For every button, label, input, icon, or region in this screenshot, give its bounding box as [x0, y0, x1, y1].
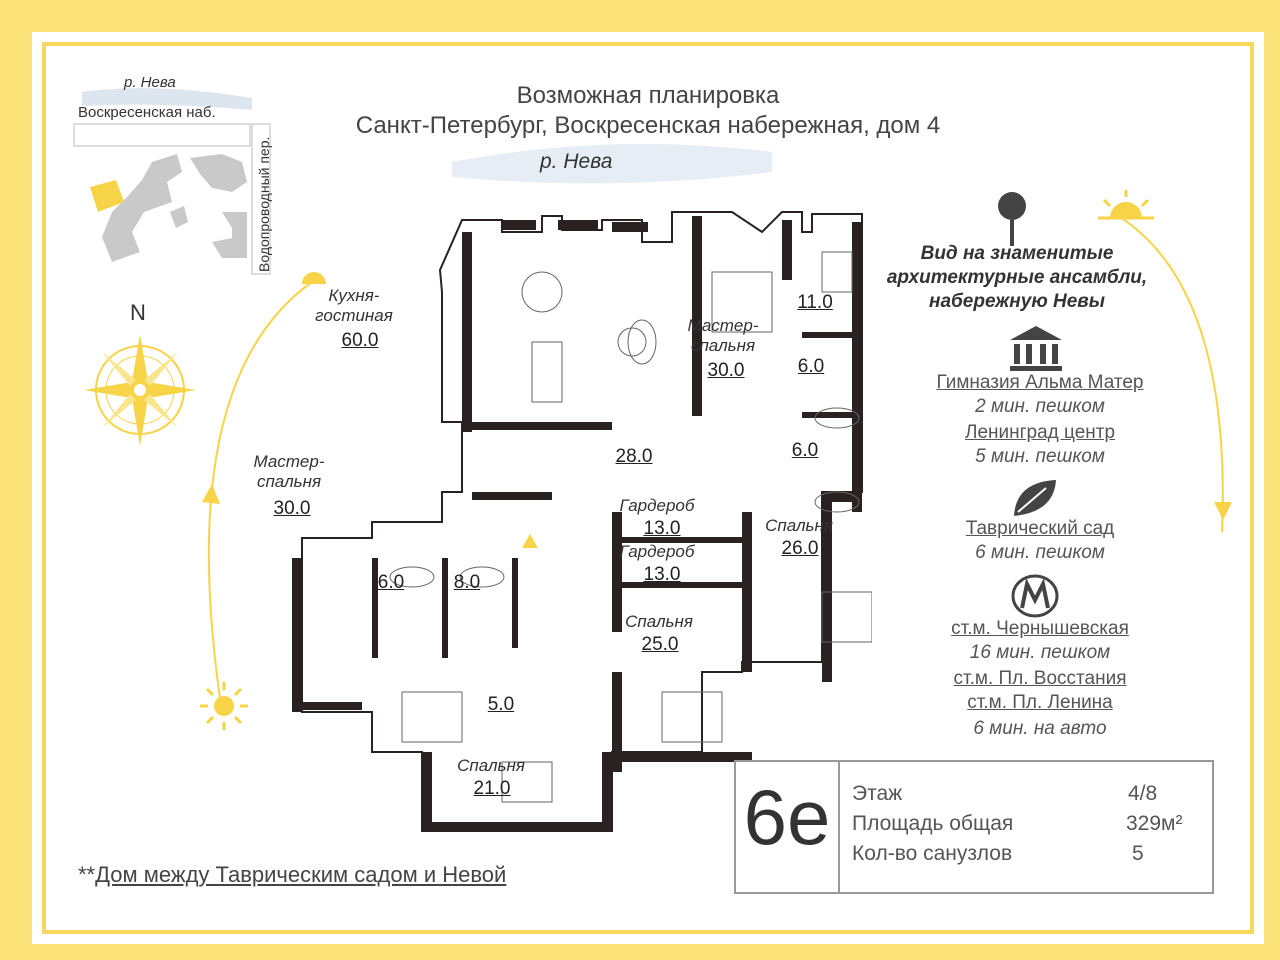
info-metro-time: 6 мин. на авто	[973, 718, 1107, 739]
bathrooms-label: Кол-во санузлов	[852, 842, 1013, 865]
room-area-wardrobe-2: 13.0	[643, 564, 681, 585]
info-garden-time: 6 мин. пешком	[975, 542, 1105, 563]
locator-river-label: р. Нева	[124, 74, 176, 91]
yellow-frame: Возможная планировка Санкт-Петербург, Во…	[8, 8, 1272, 952]
room-area-wardrobe-1: 13.0	[643, 518, 681, 539]
bathrooms-value: 5	[1132, 842, 1144, 865]
apartment-code: 6е	[743, 773, 831, 861]
room-name-master-bedroom-2: Мастер- спальня	[253, 452, 325, 491]
room-name-bedroom-26: Спальня	[765, 516, 833, 535]
info-metro2-name[interactable]: ст.м. Пл. Восстания	[953, 668, 1127, 689]
info-gym-time: 2 мин. пешком	[975, 396, 1105, 417]
area-value: 329м²	[1126, 812, 1183, 835]
title-line-2: Санкт-Петербург, Воскресенская набережна…	[355, 112, 941, 139]
locator-embankment-label: Воскресенская наб.	[78, 104, 216, 121]
sun-path-left	[202, 281, 313, 713]
room-area-11: 11.0	[797, 292, 833, 313]
room-area-bedroom-26: 26.0	[781, 538, 819, 559]
location-pin-icon	[998, 192, 1026, 246]
floor-label: Этаж	[852, 782, 903, 805]
room-area-bath-4: 8.0	[453, 572, 481, 593]
info-metro1-time: 16 мин. пешком	[969, 642, 1111, 663]
room-name-bedroom-21: Спальня	[457, 756, 525, 775]
metro-icon	[1011, 574, 1059, 618]
area-label: Площадь общая	[852, 812, 1014, 835]
leaf-icon	[1014, 480, 1056, 516]
info-metro1-name[interactable]: ст.м. Чернышевская	[951, 618, 1129, 639]
room-name-master-bedroom-1: Мастер- спальня	[687, 316, 759, 355]
compass-rose-icon	[84, 334, 196, 446]
title-line-1: Возможная планировка	[516, 82, 780, 109]
room-area-hall: 28.0	[615, 446, 653, 467]
info-center-time: 5 мин. пешком	[975, 446, 1105, 467]
plan-river-band	[452, 144, 772, 184]
footnote-prefix: **	[78, 862, 96, 887]
info-garden-name[interactable]: Таврический сад	[965, 518, 1115, 539]
room-area-kitchen: 60.0	[341, 330, 379, 351]
room-name-kitchen: Кухня- гостиная	[315, 286, 393, 325]
floor-value: 4/8	[1128, 782, 1158, 805]
specs-divider	[838, 762, 840, 892]
room-area-bath-1: 6.0	[797, 356, 825, 377]
plan-river-label: р. Нева	[540, 150, 613, 173]
sun-rising-icon-right	[1098, 190, 1154, 220]
school-icon	[1010, 326, 1062, 371]
inner-border	[42, 42, 1254, 934]
locator-map	[73, 88, 271, 275]
floor-plan	[292, 211, 872, 832]
room-name-wardrobe-1: Гардероб	[619, 496, 695, 515]
room-area-master-bedroom-2: 30.0	[273, 498, 311, 519]
info-center-name[interactable]: Ленинград центр	[964, 422, 1116, 443]
sun-path-right	[1111, 211, 1232, 533]
room-name-bedroom-25: Спальня	[625, 612, 693, 631]
room-area-master-bedroom-1: 30.0	[707, 360, 745, 381]
specs-box: 6е Этаж 4/8 Площадь общая 329м² Кол-во с…	[734, 760, 1214, 894]
info-metro3-name[interactable]: ст.м. Пл. Ленина	[967, 692, 1113, 713]
room-name-wardrobe-2: Гардероб	[619, 542, 695, 561]
room-area-bedroom-21: 21.0	[473, 778, 511, 799]
plan-card: Возможная планировка Санкт-Петербург, Во…	[32, 32, 1264, 944]
info-gym-name[interactable]: Гимназия Альма Матер	[936, 372, 1144, 393]
compass-north-label: N	[130, 300, 146, 325]
room-area-5: 5.0	[487, 694, 515, 715]
footnote-link[interactable]: Дом между Таврическим садом и Невой	[95, 862, 507, 887]
room-area-bedroom-25: 25.0	[641, 634, 679, 655]
sun-icon-left	[200, 682, 248, 730]
room-area-bath-3: 6.0	[377, 572, 405, 593]
info-view-text: Вид на знаменитые архитектурные ансамбли…	[886, 243, 1148, 312]
footnote: **Дом между Таврическим садом и Невой	[78, 862, 506, 888]
sun-rising-icon-left	[302, 272, 326, 284]
room-area-bath-2: 6.0	[791, 440, 819, 461]
